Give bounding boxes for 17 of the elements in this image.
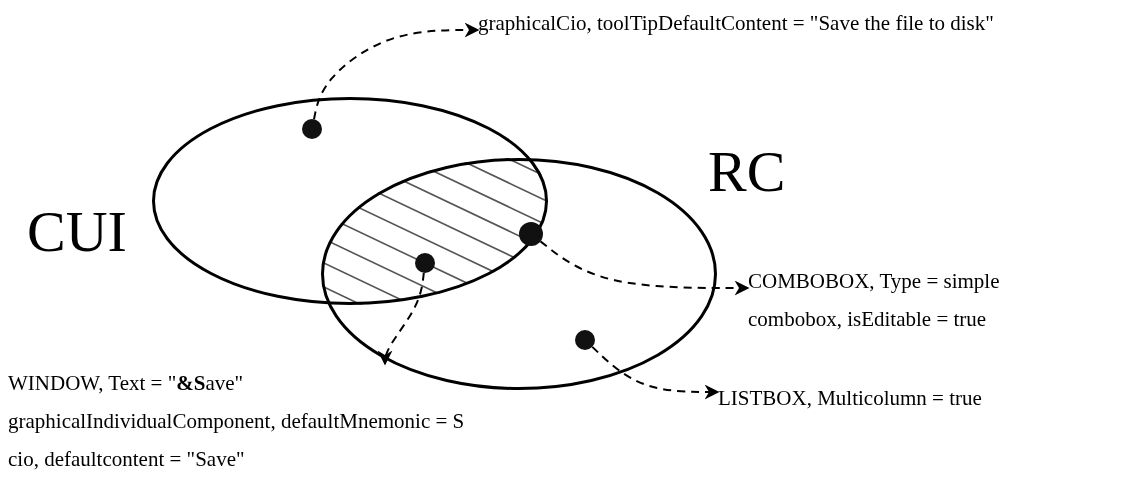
dashed-arrow xyxy=(539,240,750,296)
set-label: RC xyxy=(708,142,786,202)
attribute-text: LISTBOX, Multicolumn = true xyxy=(718,385,982,412)
attribute-text: graphicalIndividualComponent, defaultMnemonic = S xyxy=(8,408,465,435)
dashed-arrow xyxy=(591,345,720,400)
attribute-text: cio, defaultcontent = "Save" xyxy=(8,446,246,473)
set-label: CUI xyxy=(27,202,127,262)
element-dot xyxy=(302,119,322,139)
dashed-arrow xyxy=(377,271,425,366)
attribute-text: COMBOBOX, Type = simple xyxy=(748,268,1000,295)
attribute-text: WINDOW, Text = "&Save" xyxy=(8,370,245,397)
element-dot xyxy=(575,330,595,350)
element-dot xyxy=(415,253,435,273)
element-dot xyxy=(519,222,543,246)
attribute-text: combobox, isEditable = true xyxy=(748,306,988,333)
attribute-text: graphicalCio, toolTipDefaultContent = "Save the file to disk" xyxy=(478,10,994,37)
dashed-arrow xyxy=(313,22,480,121)
